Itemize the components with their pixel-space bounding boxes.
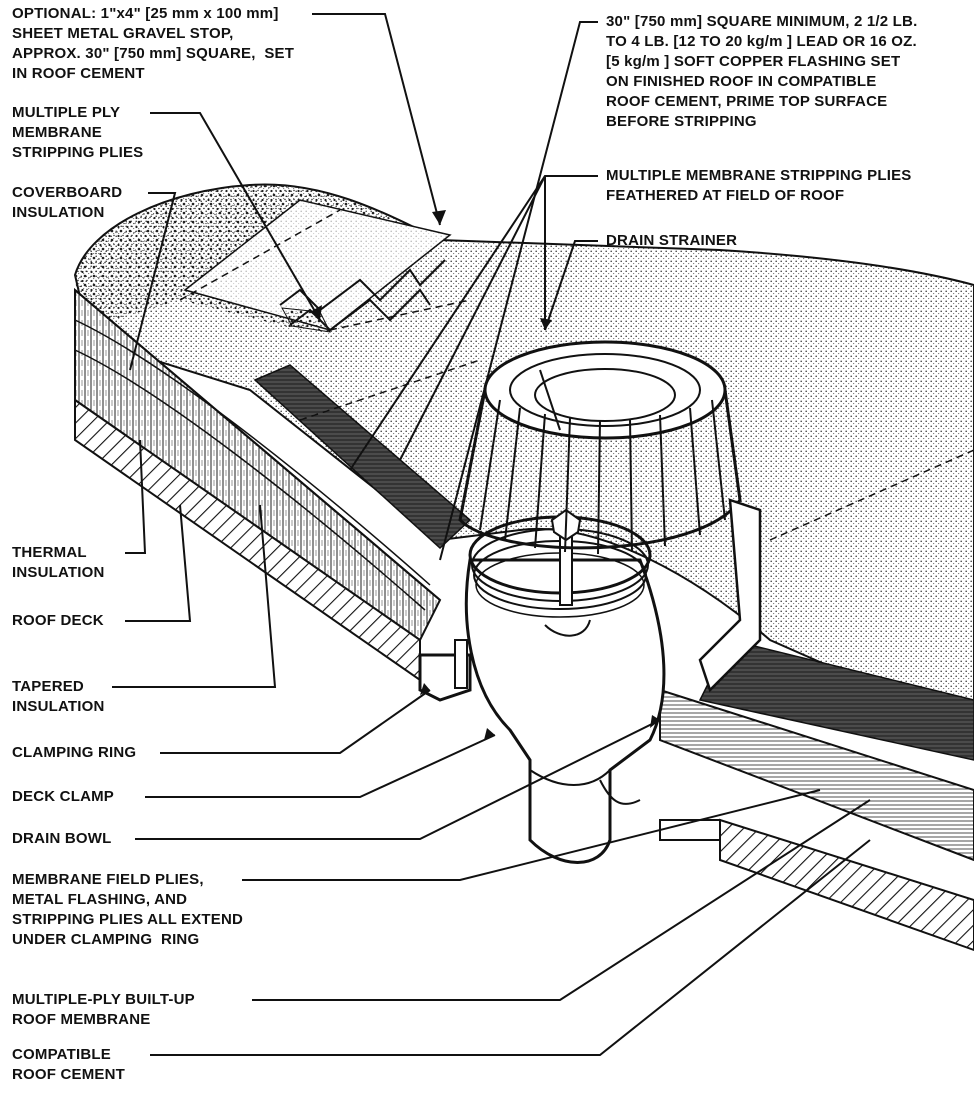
label-cement: COMPATIBLE ROOF CEMENT <box>12 1046 126 1083</box>
label-drain-bowl: DRAIN BOWL <box>12 830 112 847</box>
label-thermal: THERMAL INSULATION <box>12 544 105 581</box>
strainer-skirt <box>698 498 762 693</box>
label-flashing: 30" [750 mm] SQUARE MINIMUM, 2 1/2 LB. T… <box>606 13 918 130</box>
leaders <box>112 13 871 1056</box>
drain-strainer-shape <box>458 340 742 555</box>
label-stripping-plies: MULTIPLE PLY MEMBRANE STRIPPING PLIES <box>12 104 144 161</box>
arrowheads <box>310 210 660 740</box>
label-tapered: TAPERED INSULATION <box>12 678 105 715</box>
label-deck-clamp: DECK CLAMP <box>12 788 114 805</box>
drain-bowl <box>464 558 666 864</box>
roof-deck-right <box>719 818 974 952</box>
label-strainer: DRAIN STRAINER <box>606 232 738 249</box>
stripping-band <box>253 364 472 550</box>
label-built-up: MULTIPLE-PLY BUILT-UP ROOF MEMBRANE <box>12 991 195 1028</box>
label-gravel-stop: OPTIONAL: 1"x4" [25 mm x 100 mm] SHEET M… <box>12 5 295 82</box>
label-coverboard: COVERBOARD INSULATION <box>12 184 123 221</box>
label-feathered: MULTIPLE MEMBRANE STRIPPING PLIES FEATHE… <box>606 167 912 204</box>
gravel-stop <box>279 259 446 312</box>
label-field-plies: MEMBRANE FIELD PLIES, METAL FLASHING, AN… <box>12 871 244 948</box>
label-clamping-ring: CLAMPING RING <box>12 744 137 761</box>
label-roof-deck: ROOF DECK <box>12 612 104 629</box>
section-right <box>659 688 974 862</box>
